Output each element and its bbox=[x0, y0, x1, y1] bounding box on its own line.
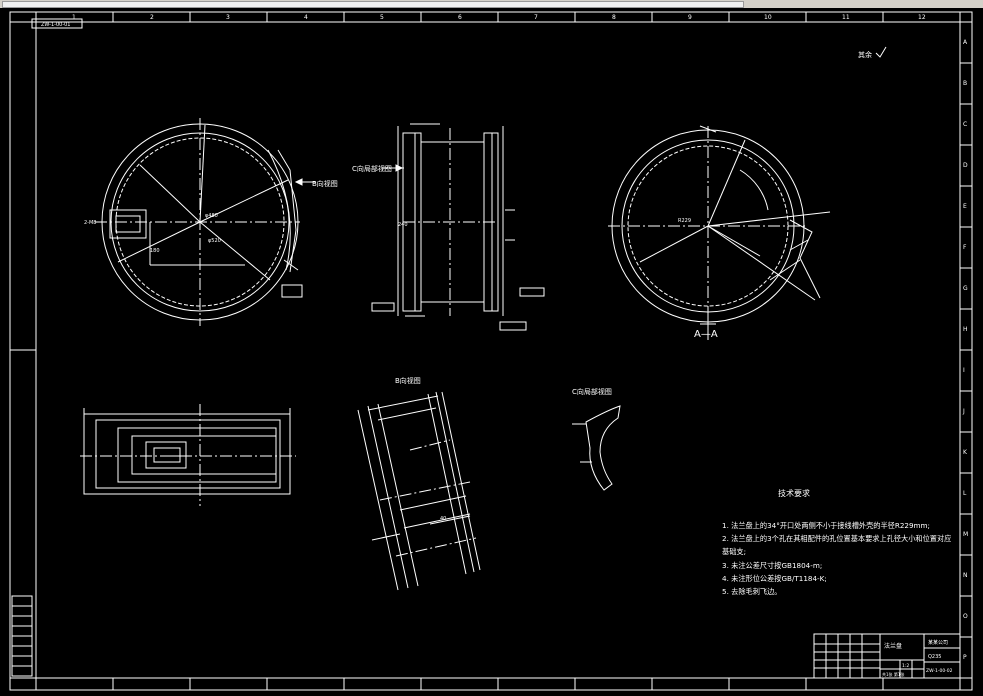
svg-text:F: F bbox=[963, 244, 967, 251]
dim-180: 180 bbox=[150, 248, 160, 254]
svg-text:12: 12 bbox=[918, 14, 926, 21]
finish-mark-label: 其余 bbox=[858, 50, 872, 59]
svg-text:H: H bbox=[963, 326, 968, 333]
title-block-drawing-no: ZW-1-00-02 bbox=[926, 668, 953, 674]
column-labels: 1 2 3 4 5 6 7 8 9 10 11 12 bbox=[72, 14, 926, 21]
dim-r229: R229 bbox=[678, 218, 691, 224]
svg-text:G: G bbox=[963, 285, 968, 292]
column-ticks bbox=[112, 12, 884, 690]
tilted-view[interactable] bbox=[357, 391, 481, 591]
dim-40: 40 bbox=[440, 516, 446, 522]
svg-text:D: D bbox=[963, 162, 968, 169]
title-block-sheet: 共1张 第1张 bbox=[882, 671, 904, 677]
svg-text:A: A bbox=[963, 39, 968, 46]
tech-note: 2. 法兰盘上的3个孔在其相配件的孔位置基本要求上孔径大小和位置对应 bbox=[722, 534, 952, 544]
svg-text:K: K bbox=[963, 449, 968, 456]
svg-text:M: M bbox=[963, 531, 968, 538]
svg-text:C: C bbox=[963, 121, 967, 128]
c-view-title: C向局部视图 bbox=[572, 387, 612, 396]
title-block-scale: 1:2 bbox=[902, 663, 909, 669]
window-chrome bbox=[0, 0, 983, 8]
svg-text:6: 6 bbox=[458, 14, 462, 21]
svg-text:1: 1 bbox=[72, 14, 76, 21]
title-block bbox=[813, 633, 961, 679]
svg-text:J: J bbox=[962, 408, 965, 415]
svg-text:2: 2 bbox=[150, 14, 154, 21]
section-aa-label: A—A bbox=[694, 329, 718, 340]
svg-text:3: 3 bbox=[226, 14, 230, 21]
svg-text:N: N bbox=[963, 572, 968, 579]
drawing-code: ZW-1-00-01 bbox=[41, 22, 71, 28]
tech-note: 4. 未注形位公差按GB/T1184-K; bbox=[722, 573, 827, 583]
svg-text:5: 5 bbox=[380, 14, 384, 21]
top-view-left[interactable] bbox=[80, 404, 296, 506]
title-block-company: 某某公司 bbox=[928, 640, 948, 646]
svg-text:8: 8 bbox=[612, 14, 616, 21]
svg-text:9: 9 bbox=[688, 14, 692, 21]
dim-d480: φ480 bbox=[205, 213, 218, 219]
svg-text:I: I bbox=[963, 367, 965, 374]
b-view-title: B向视图 bbox=[395, 376, 421, 385]
outer-frame bbox=[9, 11, 973, 691]
svg-text:O: O bbox=[963, 613, 968, 620]
svg-text:7: 7 bbox=[534, 14, 538, 21]
svg-text:P: P bbox=[963, 654, 967, 661]
roughness-check-icon bbox=[875, 46, 887, 58]
front-view-left[interactable] bbox=[95, 118, 303, 326]
svg-text:L: L bbox=[963, 490, 967, 497]
dim-240: 240 bbox=[398, 222, 408, 228]
dim-d520: φ520 bbox=[208, 238, 221, 244]
tech-note: 5. 去除毛刺飞边。 bbox=[722, 587, 782, 597]
c-view-arrow-label: C向局部视图 bbox=[352, 164, 392, 173]
svg-text:B: B bbox=[963, 80, 967, 87]
tech-note: 3. 未注公差尺寸按GB1804-m; bbox=[722, 560, 823, 570]
tech-note: 1. 法兰盘上的34°开口处两侧不小于接线槽外壳的半径R229mm; bbox=[722, 521, 930, 530]
drawing-code-box bbox=[31, 18, 83, 29]
tech-note: 基础支; bbox=[722, 547, 746, 557]
b-view-arrowhead bbox=[294, 178, 303, 186]
row-labels: A B C D E F G H I J K L M N O P bbox=[962, 39, 968, 661]
b-view-arrow-label: B向视图 bbox=[312, 179, 338, 188]
section-view-right[interactable] bbox=[608, 125, 831, 340]
row-ticks bbox=[10, 62, 972, 638]
dim-2m8: 2-M8 bbox=[84, 220, 96, 226]
title-block-material: Q235 bbox=[928, 654, 941, 660]
technical-notes: 1. 法兰盘上的34°开口处两侧不小于接线槽外壳的半径R229mm; 2. 法兰… bbox=[722, 519, 962, 598]
c-partial-view[interactable] bbox=[572, 405, 621, 491]
revision-table bbox=[11, 595, 33, 677]
svg-text:E: E bbox=[963, 203, 967, 210]
svg-text:10: 10 bbox=[764, 14, 772, 21]
tech-requirements-title: 技术要求 bbox=[778, 488, 810, 498]
window-titlebar bbox=[2, 1, 744, 8]
title-block-part-name: 法兰盘 bbox=[884, 642, 902, 650]
svg-text:11: 11 bbox=[842, 14, 850, 21]
c-view-arrowhead bbox=[395, 164, 404, 172]
svg-text:4: 4 bbox=[304, 14, 308, 21]
